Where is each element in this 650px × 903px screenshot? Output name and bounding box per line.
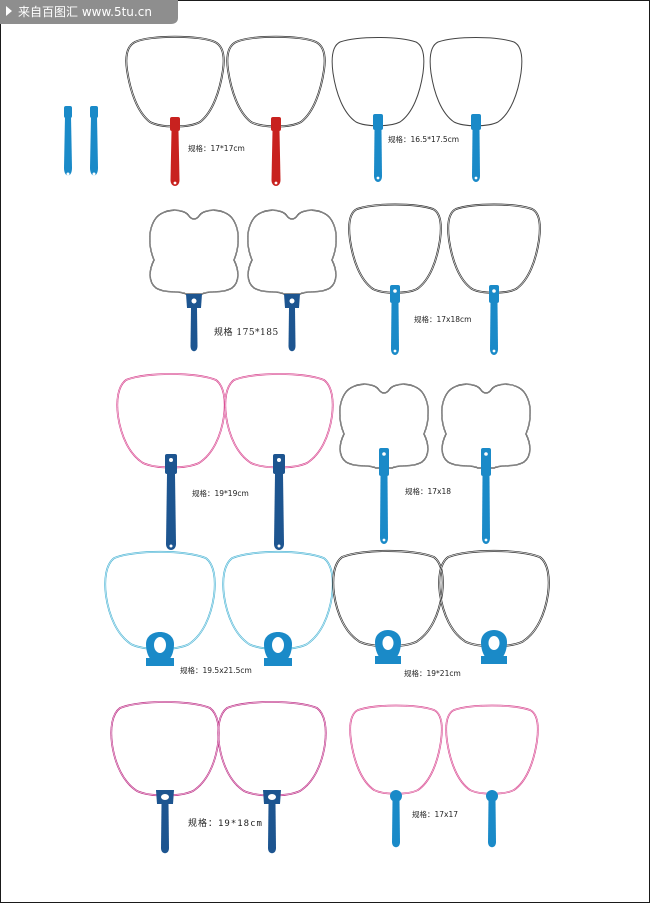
fan-pink-1 bbox=[116, 373, 226, 550]
play-icon bbox=[6, 6, 12, 16]
spec-label-9: 规格：19*18cm bbox=[188, 817, 263, 829]
spec-label-8: 规格：19*21cm bbox=[404, 668, 461, 678]
fan-butterfly-4 bbox=[441, 383, 531, 544]
spec-label-5: 规格：19*19cm bbox=[192, 488, 249, 498]
fan-pink-small-1 bbox=[349, 704, 443, 848]
fan-red-1 bbox=[125, 35, 225, 186]
fan-black-2 bbox=[438, 549, 550, 664]
fan-pink-2 bbox=[224, 373, 334, 550]
loose-handles bbox=[64, 106, 98, 176]
fan-blue-1 bbox=[331, 37, 425, 182]
spec-label-6: 规格：17x18 bbox=[405, 486, 451, 496]
fan-red-2 bbox=[226, 35, 326, 186]
fan-blue-4 bbox=[447, 203, 541, 355]
fan-pink-small-2 bbox=[445, 704, 539, 848]
spec-label-10: 规格：17x17 bbox=[412, 809, 458, 819]
fan-magenta-2 bbox=[217, 701, 327, 854]
fan-butterfly-1 bbox=[149, 209, 239, 352]
fan-blue-2 bbox=[429, 37, 523, 182]
fan-blue-3 bbox=[348, 203, 442, 355]
fan-butterfly-3 bbox=[339, 383, 429, 544]
spec-label-4: 规格：17x18cm bbox=[414, 314, 471, 324]
spec-label-7: 规格：19.5x21.5cm bbox=[180, 665, 252, 675]
fan-magenta-1 bbox=[110, 701, 220, 854]
spec-label-2: 规格：16.5*17.5cm bbox=[388, 134, 459, 144]
fan-butterfly-2 bbox=[247, 209, 337, 352]
watermark-tab: 来自百图汇 www.5tu.cn bbox=[0, 0, 178, 24]
spec-label-3: 规格 175*185 bbox=[214, 326, 279, 338]
fan-cyan-2 bbox=[222, 550, 334, 666]
spec-label-1: 规格：17*17cm bbox=[188, 143, 245, 153]
fan-cyan-1 bbox=[104, 550, 216, 666]
watermark-text: 来自百图汇 www.5tu.cn bbox=[18, 5, 152, 19]
fan-black-1 bbox=[332, 549, 444, 664]
